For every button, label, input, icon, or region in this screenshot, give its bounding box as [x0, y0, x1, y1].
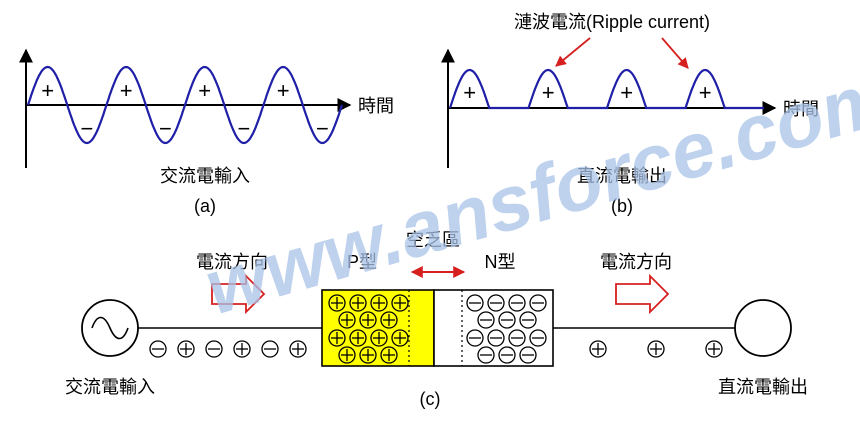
- wave-sign: −: [80, 116, 93, 141]
- hole-icon: [391, 329, 409, 347]
- electron-icon: [261, 340, 279, 358]
- electron-icon: [529, 329, 547, 347]
- panel-b-tag: (b): [611, 196, 633, 216]
- hole-icon: [370, 329, 388, 347]
- hole-icon: [380, 346, 398, 364]
- hole-icon: [349, 294, 367, 312]
- wave-sign: −: [159, 116, 172, 141]
- hole-icon: [328, 294, 346, 312]
- hole-icon: [177, 340, 195, 358]
- hole-icon: [328, 329, 346, 347]
- hole-icon: [589, 340, 607, 358]
- wave-sign: +: [41, 78, 54, 103]
- current-arrow-left-icon: [211, 273, 266, 315]
- rectified-wave: [448, 68, 764, 110]
- depletion-region-label: 空乏區: [406, 230, 460, 250]
- wave-sign: −: [237, 116, 250, 141]
- wave-sign: +: [198, 78, 211, 103]
- wave-sign: +: [542, 80, 555, 105]
- ripple-arrow-left: [555, 37, 591, 67]
- ripple-arrow-right: [661, 37, 689, 69]
- panel-c: 交流電輸入 直流電輸出 (c) 電流方向 電流方向 P型 N型 空乏區: [65, 230, 808, 409]
- ac-sine-wave: [26, 65, 344, 145]
- electron-icon: [519, 346, 537, 364]
- n-type-label: N型: [485, 252, 516, 272]
- p-type-label: P型: [347, 252, 377, 272]
- hole-icon: [233, 340, 251, 358]
- hole-icon: [705, 340, 723, 358]
- electron-icon: [205, 340, 223, 358]
- dc-output-symbol: [734, 299, 792, 357]
- ac-wave-signs: + − + − + − + −: [41, 78, 329, 141]
- wave-sign: +: [120, 78, 133, 103]
- electron-icon: [498, 311, 516, 329]
- wire-charges-right: [589, 340, 723, 358]
- current-direction-left-label: 電流方向: [196, 252, 268, 272]
- dc-wave-signs: + + + +: [463, 80, 711, 105]
- hole-icon: [289, 340, 307, 358]
- panel-a: + − + − + − + − 時間 交流電輸入 (a): [19, 48, 394, 216]
- electron-icon: [466, 329, 484, 347]
- hole-icon: [338, 311, 356, 329]
- ac-input-caption: 交流電輸入: [160, 166, 250, 186]
- current-arrow-right-icon: [615, 273, 670, 315]
- electron-icon: [508, 294, 526, 312]
- ac-input-label: 交流電輸入: [65, 377, 155, 397]
- electron-icon: [466, 294, 484, 312]
- hole-icon: [380, 311, 398, 329]
- wire-charges-left: [149, 340, 307, 358]
- electron-icon: [149, 340, 167, 358]
- electron-icon: [477, 346, 495, 364]
- hole-icon: [338, 346, 356, 364]
- hole-icon: [349, 329, 367, 347]
- electron-icon: [498, 346, 516, 364]
- time-label-a: 時間: [358, 96, 394, 116]
- hole-icon: [391, 294, 409, 312]
- hole-icon: [647, 340, 665, 358]
- electron-icon: [519, 311, 537, 329]
- dc-output-label: 直流電輸出: [718, 377, 808, 397]
- wave-sign: −: [316, 116, 329, 141]
- hole-icon: [359, 346, 377, 364]
- electron-icon: [508, 329, 526, 347]
- electron-icon: [477, 311, 495, 329]
- time-label-b: 時間: [783, 99, 819, 119]
- wave-sign: +: [463, 80, 476, 105]
- panel-c-tag: (c): [420, 389, 441, 409]
- dc-output-caption: 直流電輸出: [577, 166, 667, 186]
- ac-sine-icon: [91, 316, 129, 340]
- n-region-electrons: [466, 294, 547, 364]
- electron-icon: [529, 294, 547, 312]
- electron-icon: [487, 329, 505, 347]
- panel-a-tag: (a): [194, 196, 216, 216]
- wave-sign: +: [277, 78, 290, 103]
- wave-sign: +: [699, 80, 712, 105]
- hole-icon: [359, 311, 377, 329]
- panel-b: + + + + 時間 漣波電流(Ripple current) 直流電輸出 (b): [441, 12, 819, 216]
- hole-icon: [370, 294, 388, 312]
- current-direction-right-label: 電流方向: [600, 252, 672, 272]
- electron-icon: [487, 294, 505, 312]
- p-region-holes: [328, 294, 409, 364]
- wave-sign: +: [620, 80, 633, 105]
- ripple-current-label: 漣波電流(Ripple current): [514, 12, 710, 32]
